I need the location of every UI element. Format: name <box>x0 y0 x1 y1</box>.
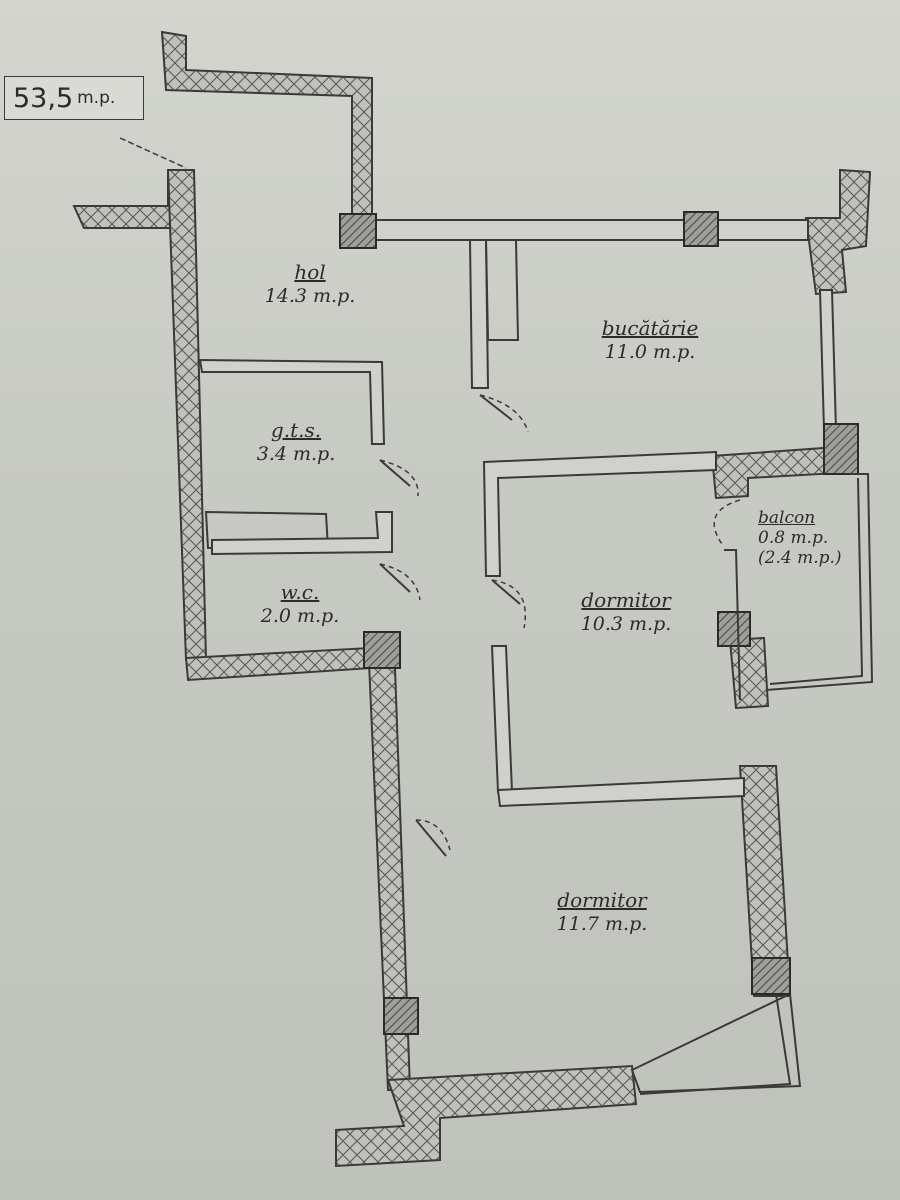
door-swings <box>379 394 741 851</box>
room-area: 2.0 m.p. <box>260 605 340 627</box>
room-balcon: balcon 0.8 m.p. (2.4 m.p.) <box>758 508 858 568</box>
door-bedroom1 <box>491 579 526 629</box>
wall-bottom <box>335 1064 638 1168</box>
column <box>383 997 419 1035</box>
door-bedroom2 <box>415 819 451 851</box>
room-name: dormitor <box>557 888 647 912</box>
column <box>683 211 719 247</box>
room-area: 10.3 m.p. <box>580 613 672 635</box>
door-kitchen <box>479 394 529 433</box>
balcony-outline <box>639 473 874 1095</box>
room-dormitor-1: dormitor 10.3 m.p. <box>556 588 696 636</box>
wall-right-thin-upper <box>818 289 838 431</box>
room-area: 11.7 m.p. <box>556 913 648 935</box>
room-name: hol <box>294 260 326 284</box>
column <box>751 957 791 995</box>
wall-bedroom1-bottom <box>496 776 745 808</box>
room-area: 0.8 m.p. <box>758 528 829 548</box>
door-leaves <box>379 394 521 857</box>
room-name: dormitor <box>581 588 671 612</box>
room-hol: hol 14.3 m.p. <box>240 260 380 308</box>
wall-bottom-right-thin <box>630 992 802 1094</box>
door-wc <box>379 563 421 601</box>
wall-shaft <box>484 239 520 341</box>
room-area-alt: (2.4 m.p.) <box>758 548 842 568</box>
room-bucatarie: bucătărie 11.0 m.p. <box>580 316 720 364</box>
wall-wc-bottom <box>184 646 374 682</box>
room-area: 3.4 m.p. <box>256 443 336 465</box>
column <box>823 423 859 475</box>
wall-kitchen-right <box>804 168 872 296</box>
total-area-unit: m.p. <box>77 88 116 108</box>
column <box>717 611 751 647</box>
door-balcony <box>713 499 741 545</box>
room-area: 14.3 m.p. <box>264 285 356 307</box>
wall-gts-door-jamb <box>211 511 393 556</box>
column <box>339 213 377 249</box>
wall-balcony-column <box>728 636 770 710</box>
wall-kitchen-left-stub <box>468 239 490 389</box>
column <box>363 631 401 669</box>
wall-bedroom1-top <box>482 450 717 577</box>
room-dormitor-2: dormitor 11.7 m.p. <box>532 888 672 936</box>
wall-gts-top <box>198 358 386 445</box>
room-wc: w.c. 2.0 m.p. <box>240 580 360 628</box>
wall-hall-left <box>166 169 208 661</box>
columns <box>339 211 859 1035</box>
total-area-box: 53,5 m.p. <box>4 76 144 120</box>
room-name: bucătărie <box>601 316 699 340</box>
wall-bedroom1-left <box>490 645 514 793</box>
room-name: w.c. <box>280 580 320 604</box>
room-name: balcon <box>758 508 816 528</box>
room-name: g.t.s. <box>270 418 322 442</box>
exterior-walls <box>72 30 872 1168</box>
total-area-value: 53,5 <box>13 82 74 114</box>
area-box-leader <box>119 137 187 169</box>
room-area: 11.0 m.p. <box>604 341 696 363</box>
room-gts: g.t.s. 3.4 m.p. <box>236 418 356 466</box>
wall-kitchen-top <box>367 219 809 241</box>
